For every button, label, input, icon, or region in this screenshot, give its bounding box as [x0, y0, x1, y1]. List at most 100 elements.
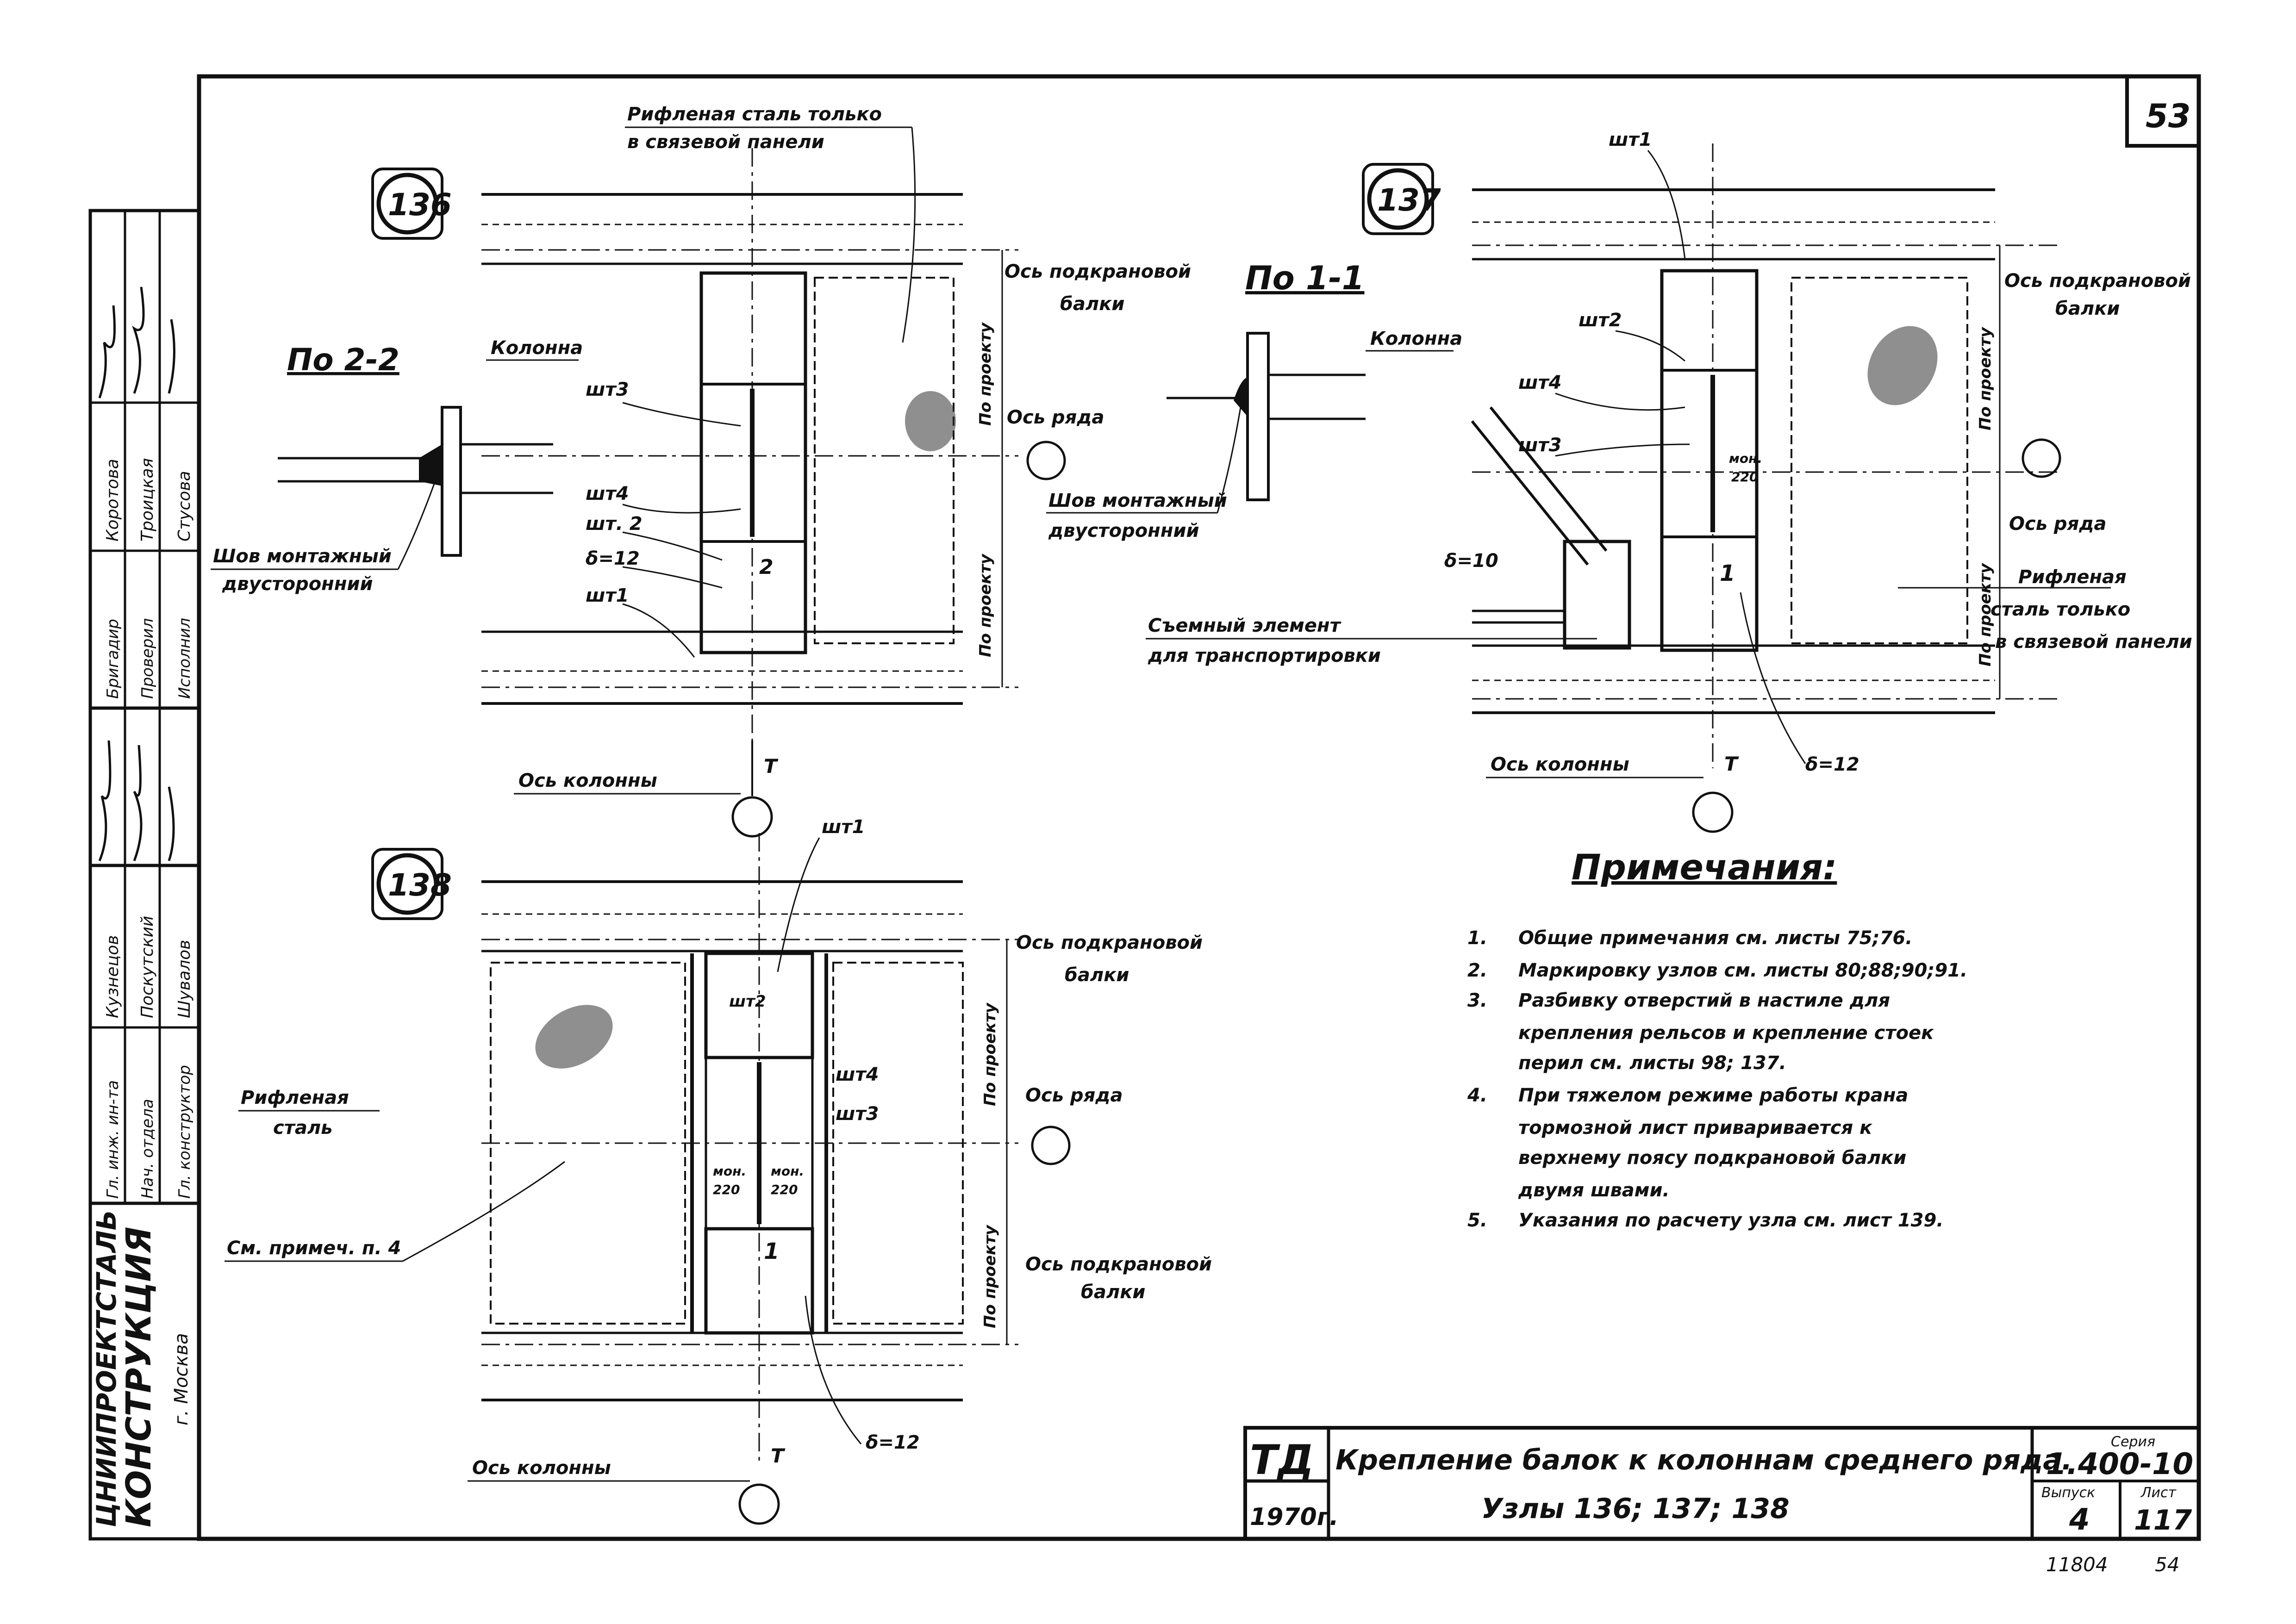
note-4-line-4: двумя швами.	[1518, 1180, 1670, 1201]
section-2-2-column: Колонна	[491, 337, 583, 359]
node-137-sht1: шт1	[1609, 129, 1652, 150]
node-138-T: T	[771, 1444, 786, 1467]
org-name-2: КОНСТРУКЦИЯ	[119, 1227, 159, 1527]
role-checked: Проверил	[138, 618, 157, 699]
node-138-marker	[376, 853, 438, 915]
node-138-by-project: По проекту	[981, 1002, 999, 1106]
footer-left-number: 11804	[2046, 1553, 2108, 1576]
sheet-frame: 53	[197, 74, 2201, 1541]
notes-title: Примечания:	[1572, 846, 1837, 888]
node-138-sht4: шт4	[836, 1064, 879, 1085]
node-138-by-project-2: По проекту	[981, 1224, 999, 1328]
node-138-mon-left: мон.	[713, 1164, 746, 1179]
node-137-riffled: Рифленая	[2018, 566, 2127, 588]
note-3-line-1: Разбивку отверстий в настиле для	[1518, 990, 1890, 1011]
section-1-1: По 1-1 Колонна Шов монтажный двусторонни…	[1046, 259, 1462, 541]
node-138-num1: 1	[764, 1238, 779, 1264]
note-4-line-1: При тяжелом режиме работы крана	[1518, 1085, 1908, 1106]
node-137: 137 шт1 шт2 шт4 шт3 мон. 220 δ=10 Съемны…	[1146, 129, 2192, 833]
note-1-num: 1.	[1467, 927, 1487, 949]
signature-scribbles	[98, 286, 175, 861]
node-137-sht2: шт2	[1578, 310, 1622, 331]
org-name: ЦНИИПРОЕКТСТАЛЬ	[91, 1210, 122, 1527]
section-2-2-weld-2: двусторонний	[222, 573, 373, 595]
node-136-col-axis: Ось колонны	[518, 770, 657, 791]
role-chief-designer: Гл. конструктор	[175, 1065, 194, 1199]
node-136-sht4: шт4	[586, 483, 629, 504]
role-chief-engineer: Гл. инж. ин-та	[104, 1080, 122, 1199]
node-137-mon-val: 220	[1731, 469, 1758, 485]
note-4-num: 4.	[1467, 1085, 1487, 1106]
issue-label: Выпуск	[2041, 1485, 2095, 1501]
node-137-riffled-3: в связевой панели	[1995, 631, 2192, 653]
note-2-line-1: Маркировку узлов см. листы 80;88;90;91.	[1518, 960, 1967, 981]
sheet-value: 117	[2134, 1504, 2192, 1537]
name-4: Коротова	[103, 459, 122, 541]
note-4-line-2: тормозной лист приваривается к	[1518, 1117, 1872, 1139]
node-137-col-axis: Ось колонны	[1491, 754, 1629, 775]
node-138-col-axis-bubble	[738, 1483, 780, 1525]
node-137-delta12: δ=12	[1805, 754, 1859, 775]
node-137-num1: 1	[1720, 560, 1735, 586]
title-mark: ТД	[1250, 1436, 1314, 1484]
node-137-removable-2: для транспортировки	[1148, 645, 1381, 666]
series-value: 1.400-10	[2046, 1447, 2193, 1481]
note-3-line-3: перил см. листы 98; 137.	[1518, 1052, 1786, 1074]
notes-block: Примечания: 1. Общие примечания см. лист…	[1467, 846, 1967, 1231]
node-136-num2: 2	[759, 555, 774, 579]
note-2-num: 2.	[1467, 960, 1487, 981]
node-136-riffled-label: Рифленая сталь только	[627, 104, 882, 125]
node-138-riffled-2: сталь	[273, 1117, 332, 1139]
node-138-row-axis-bubble	[1031, 1126, 1071, 1165]
node-136-crane-axis: Ось подкрановой	[1004, 261, 1191, 282]
node-138-delta12: δ=12	[866, 1432, 920, 1453]
node-138-mon-right: мон.	[771, 1164, 804, 1179]
node-136-by-project-2: По проекту	[976, 553, 995, 657]
node-138-riffled: Рифленая	[241, 1087, 349, 1108]
node-136-id: 136	[388, 187, 452, 223]
node-138-mon-left-val: 220	[713, 1182, 740, 1197]
section-1-1-weld-2: двусторонний	[1048, 520, 1199, 541]
node-137-row-axis: Ось ряда	[2009, 513, 2107, 535]
node-138-sht1: шт1	[822, 816, 865, 838]
node-137-by-project: По проекту	[1976, 326, 1995, 430]
node-136-delta: δ=12	[586, 548, 640, 569]
section-2-2: По 2-2 Колонна Шов монтажный двусторонни…	[211, 337, 583, 595]
node-137-sht4: шт4	[1518, 372, 1562, 393]
node-137-row-axis-bubble	[2021, 438, 2061, 478]
note-4-line-3: верхнему поясу подкрановой балки	[1518, 1147, 1906, 1169]
sheet-number: 53	[2146, 97, 2190, 135]
name-5: Троицкая	[138, 458, 157, 541]
node-136-marker	[376, 173, 438, 235]
title-line-2: Узлы 136; 137; 138	[1481, 1493, 1790, 1525]
name-3: Шувалов	[175, 940, 194, 1018]
node-136: 136 Рифленая сталь только в связевой пан…	[371, 104, 1191, 838]
node-138: 138 шт1 шт2 шт4 шт3 мон. 220 мон. 220 1 …	[225, 816, 1212, 1525]
node-137-crane-axis-2: балки	[2055, 298, 2120, 319]
node-137-col-axis-bubble	[1692, 791, 1734, 833]
series-label: Серия	[2111, 1434, 2155, 1450]
name-6: Стусова	[175, 471, 194, 541]
node-137-id: 137	[1377, 182, 1441, 218]
node-138-crane-axis-b: Ось подкрановой	[1025, 1254, 1212, 1275]
name-1: Кузнецов	[103, 935, 122, 1018]
left-title-strip: Гл. инж. ин-та Нач. отдела Гл. конструкт…	[88, 209, 201, 1541]
node-137-removable: Съемный элемент	[1148, 615, 1342, 636]
node-137-delta10: δ=10	[1444, 550, 1498, 572]
note-5-line-1: Указания по расчету узла см. лист 139.	[1518, 1210, 1944, 1231]
node-136-sht3: шт3	[586, 379, 629, 400]
footer-right-number: 54	[2155, 1553, 2179, 1576]
sheet-label: Лист	[2140, 1485, 2177, 1501]
node-137-mon: мон.	[1729, 451, 1762, 466]
node-138-row-axis: Ось ряда	[1025, 1085, 1123, 1106]
node-137-riffled-2: сталь только	[1990, 599, 2130, 620]
node-136-sht2: шт. 2	[586, 513, 643, 535]
node-137-by-project-2: По проекту	[1976, 562, 1995, 666]
section-2-2-weld: Шов монтажный	[213, 546, 392, 567]
role-brigadier: Бригадир	[104, 619, 122, 699]
node-138-crane-axis-2: балки	[1065, 964, 1129, 986]
node-137-crane-axis: Ось подкрановой	[2004, 270, 2191, 292]
section-1-1-column: Колонна	[1370, 328, 1462, 349]
note-5-num: 5.	[1467, 1210, 1487, 1231]
